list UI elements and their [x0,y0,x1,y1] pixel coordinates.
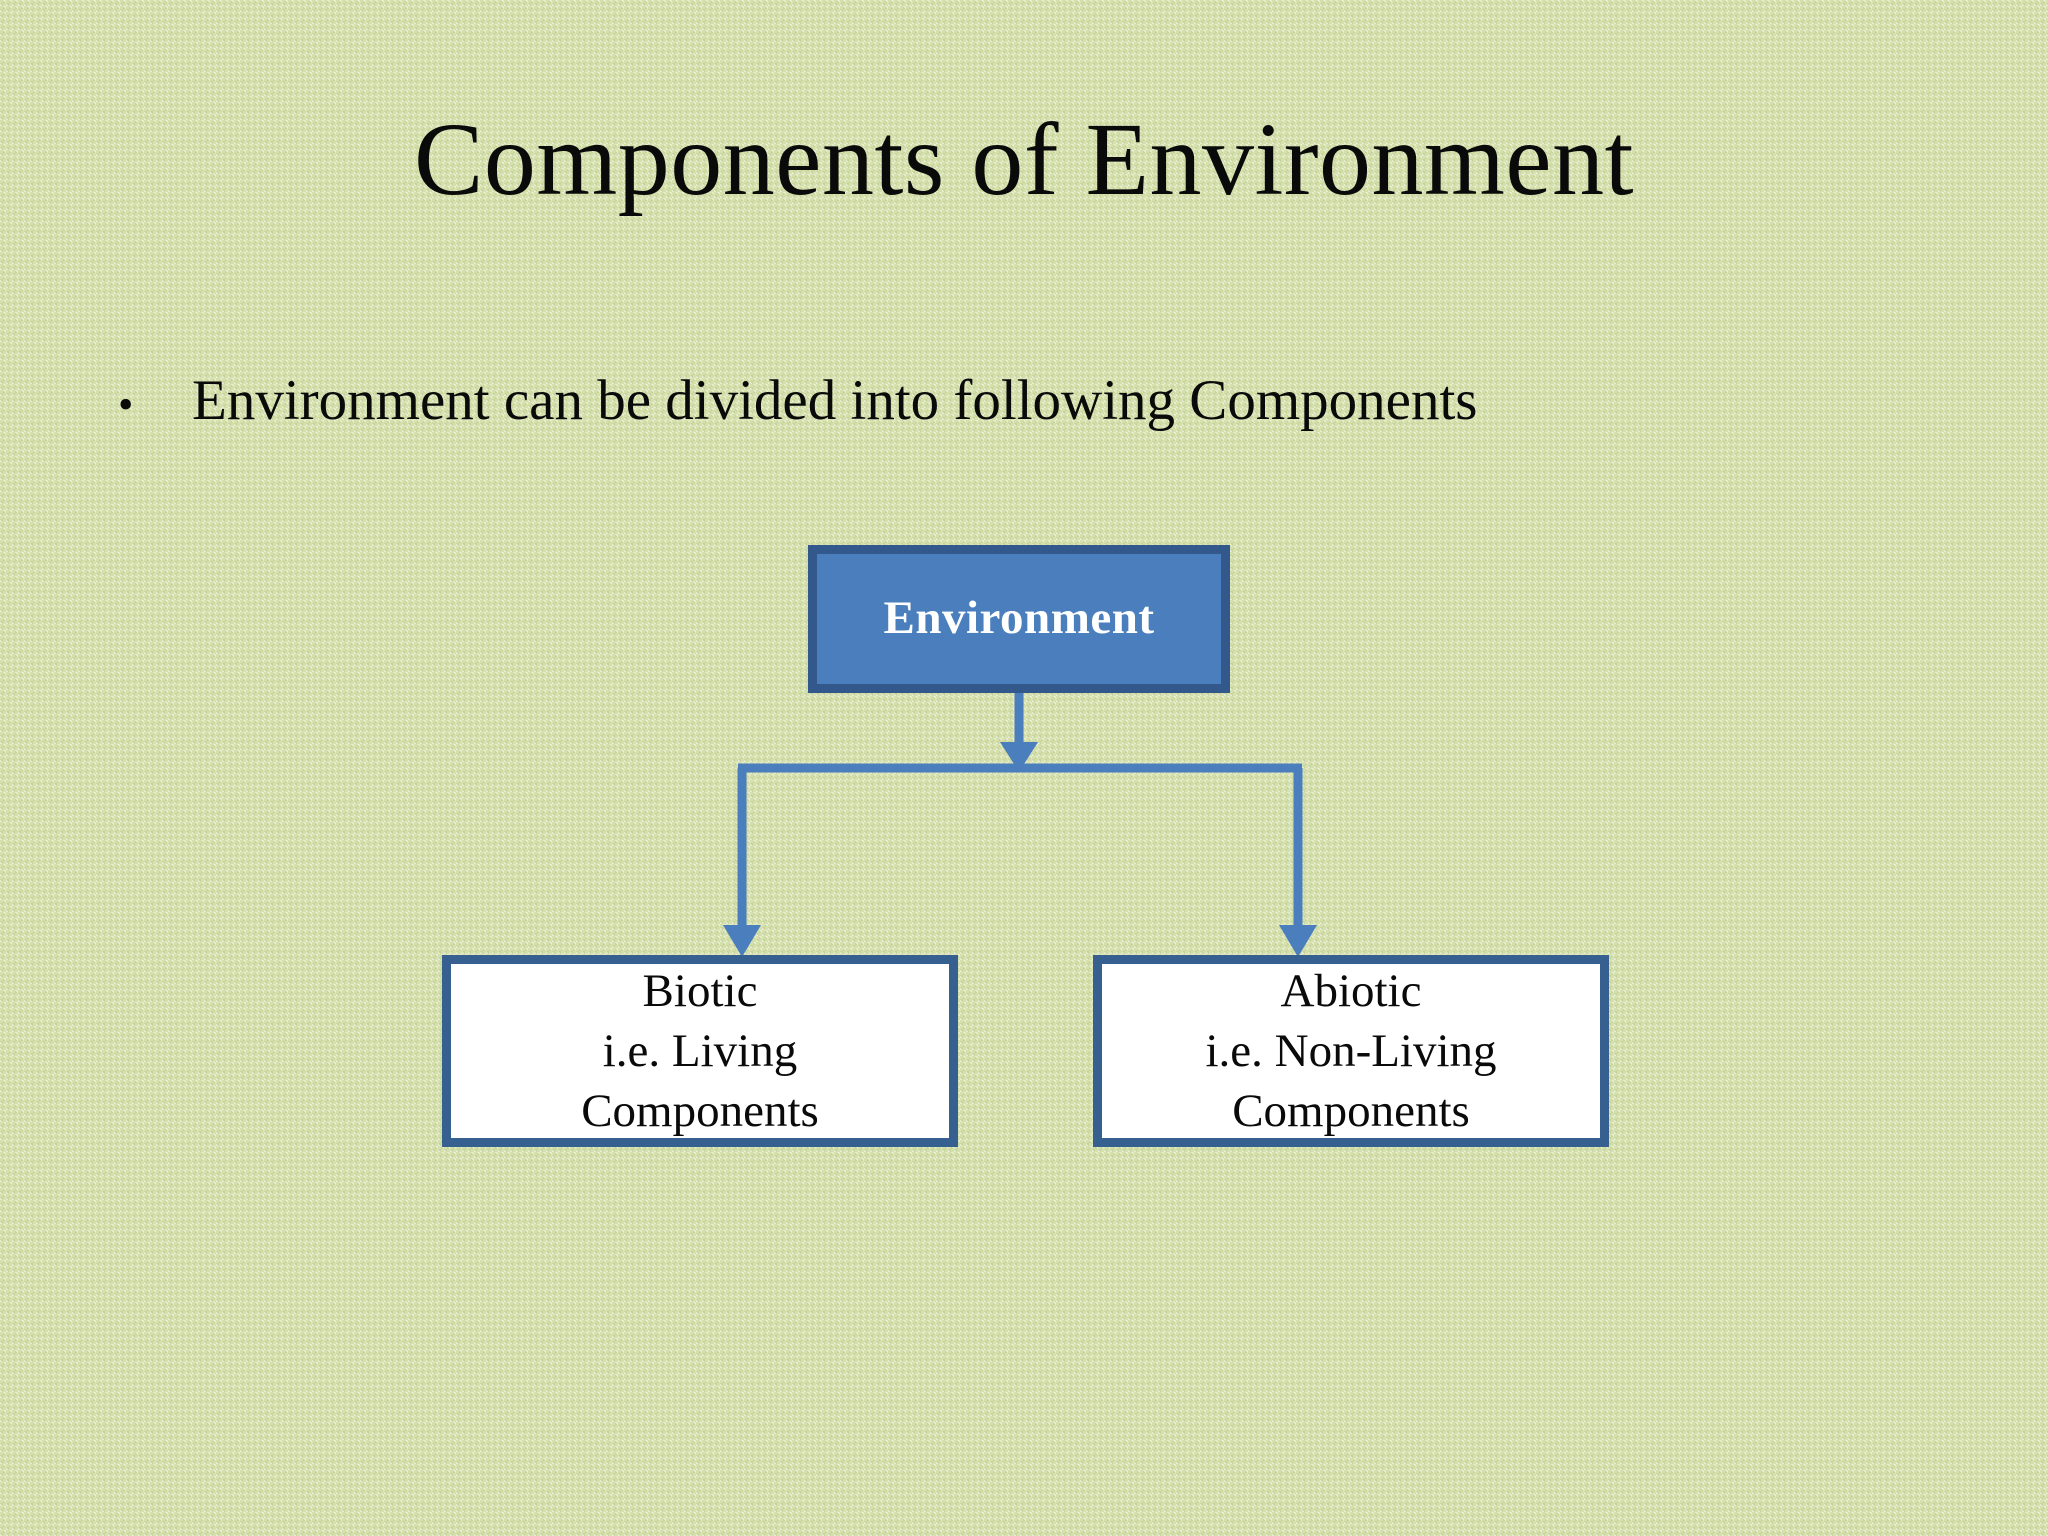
diagram-node-abiotic[interactable]: Abiotic i.e. Non-Living Components [1093,955,1609,1147]
diagram-node-environment[interactable]: Environment [808,545,1230,693]
node-label-biotic-line-1: Biotic [642,964,758,1017]
node-label-environment: Environment [883,592,1155,645]
bullet-text: Environment can be divided into followin… [192,369,1478,432]
node-label-biotic-line-2: i.e. Living [602,1024,798,1077]
node-label-abiotic-line-3: Components [1232,1085,1470,1138]
bullet-point-icon: • [118,380,134,429]
node-label-abiotic-line-2: i.e. Non-Living [1205,1024,1497,1077]
diagram-node-biotic[interactable]: Biotic i.e. Living Components [442,955,958,1147]
bullet-list-item: • Environment can be divided into follow… [118,369,1478,433]
node-label-biotic-line-3: Components [581,1085,819,1138]
page-title: Components of Environment [414,102,1634,217]
node-label-abiotic-line-1: Abiotic [1280,964,1422,1017]
